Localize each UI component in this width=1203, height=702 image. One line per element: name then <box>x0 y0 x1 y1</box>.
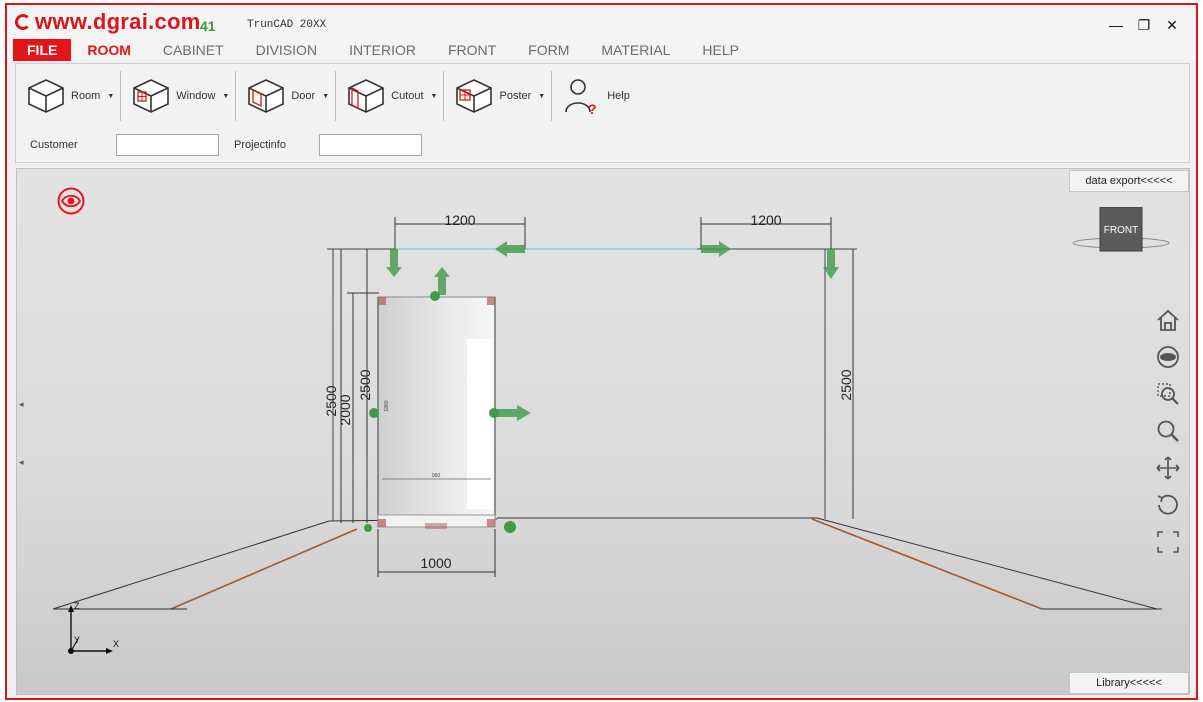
dim-left-top-width: 1200 <box>444 212 475 228</box>
dim-door-inner-height: 1860 <box>384 400 390 411</box>
chevron-down-icon[interactable]: ▼ <box>430 92 438 100</box>
menu-form[interactable]: FORM <box>528 42 570 58</box>
dim-right-height: 2500 <box>838 369 854 400</box>
tool-cutout-label: Cutout <box>391 90 424 102</box>
chevron-down-icon[interactable]: ▼ <box>222 92 230 100</box>
view-cube[interactable]: FRONT <box>1071 207 1171 257</box>
zoom-window-icon[interactable] <box>1153 379 1183 409</box>
tool-poster[interactable]: Poster ▼ <box>444 71 551 121</box>
undo-view-icon[interactable] <box>1153 490 1183 520</box>
ribbon-toolbar: Room ▼ Window ▼ <box>15 63 1190 163</box>
room-scene: 1200 1200 2500 2000 2500 2500 1000 960 1… <box>52 212 1162 610</box>
dim-door-height: 2000 <box>337 394 353 425</box>
navigation-toolbar <box>1153 305 1183 564</box>
3d-viewport[interactable]: 1200 1200 2500 2000 2500 2500 1000 960 1… <box>16 168 1190 695</box>
window-icon <box>133 79 170 113</box>
cutout-icon <box>348 79 384 113</box>
tool-separator <box>120 71 122 121</box>
menu-help[interactable]: HELP <box>702 42 739 58</box>
poster-icon <box>456 79 493 113</box>
minimize-button[interactable]: — <box>1109 17 1123 33</box>
title-bar: www.dgrai.com 41 TrunCAD 20XX — ❐ ✕ <box>7 5 1196 39</box>
maximize-button[interactable]: ❐ <box>1137 16 1151 33</box>
visibility-eye-icon[interactable] <box>57 187 85 215</box>
tool-help[interactable]: ? Help <box>552 71 636 121</box>
axis-gizmo: Z Y X <box>68 601 119 654</box>
dim-right-top-width: 1200 <box>750 212 781 228</box>
window-controls: — ❐ ✕ <box>1102 15 1186 35</box>
menu-front[interactable]: FRONT <box>447 42 497 58</box>
help-user-icon: ? <box>565 79 597 116</box>
library-tab[interactable]: Library<<<<< <box>1069 672 1189 694</box>
door-element[interactable] <box>377 296 496 529</box>
menu-room[interactable]: ROOM <box>87 42 131 58</box>
close-button[interactable]: ✕ <box>1166 16 1178 33</box>
menu-cabinet[interactable]: CABINET <box>162 42 224 58</box>
tool-poster-label: Poster <box>499 90 532 102</box>
home-icon[interactable] <box>1153 305 1183 335</box>
projectinfo-input[interactable] <box>319 134 422 156</box>
tool-window-label: Window <box>176 90 216 102</box>
menu-division[interactable]: DIVISION <box>255 42 318 58</box>
data-export-tab[interactable]: data export<<<<< <box>1069 170 1189 192</box>
chevron-down-icon[interactable]: ▼ <box>538 92 546 100</box>
tool-door-label: Door <box>291 90 316 102</box>
dim-door-width: 1000 <box>420 555 451 571</box>
menu-interior[interactable]: INTERIOR <box>349 42 416 58</box>
window-title: TrunCAD 20XX <box>247 19 327 31</box>
svg-text:?: ? <box>588 101 597 116</box>
dim-left-height-outer: 2500 <box>323 385 339 416</box>
chevron-down-icon[interactable]: ▼ <box>322 92 330 100</box>
watermark: www.dgrai.com <box>15 10 201 34</box>
chevron-down-icon[interactable]: ▼ <box>107 92 115 100</box>
floor-outline <box>52 517 1162 610</box>
tool-separator <box>235 71 237 121</box>
orbit-icon[interactable] <box>1153 342 1183 372</box>
dim-left-height-inner: 2500 <box>357 369 373 400</box>
menu-file[interactable]: FILE <box>13 39 72 61</box>
tool-separator <box>443 71 445 121</box>
axis-x-label: X <box>113 639 119 649</box>
menu-material[interactable]: MATERIAL <box>601 42 671 58</box>
watermark-logo-icon <box>15 14 31 30</box>
room-icon <box>28 79 64 113</box>
zoom-icon[interactable] <box>1153 416 1183 446</box>
watermark-text: www.dgrai.com <box>35 9 201 34</box>
fullscreen-icon[interactable] <box>1153 527 1183 557</box>
tool-help-label: Help <box>607 90 630 102</box>
tool-room-label: Room <box>71 90 101 102</box>
customer-label: Customer <box>30 139 78 151</box>
move-handles[interactable] <box>364 241 839 533</box>
pan-icon[interactable] <box>1153 453 1183 483</box>
tool-door[interactable]: Door ▼ <box>236 71 335 121</box>
menu-bar: FILE ROOM CABINET DIVISION INTERIOR FRON… <box>7 39 1196 61</box>
tool-row: Room ▼ Window ▼ <box>16 68 636 124</box>
version-number: 41 <box>200 18 216 34</box>
axis-y-label: Y <box>74 635 80 645</box>
tool-room[interactable]: Room ▼ <box>16 71 120 121</box>
dim-door-inner-width: 960 <box>432 473 441 479</box>
tool-window[interactable]: Window ▼ <box>121 71 235 121</box>
collapse-left-arrow-icon[interactable]: ◂ <box>19 399 24 409</box>
projectinfo-label: Projectinfo <box>234 139 286 151</box>
view-cube-face[interactable]: FRONT <box>1104 225 1138 236</box>
collapse-left-arrow-icon[interactable]: ◂ <box>19 457 24 467</box>
project-fields: Customer Projectinfo <box>30 134 422 156</box>
axis-z-label: Z <box>74 601 80 611</box>
tool-separator <box>551 71 553 121</box>
app-window: www.dgrai.com 41 TrunCAD 20XX — ❐ ✕ FILE… <box>5 3 1198 700</box>
tool-separator <box>335 71 337 121</box>
customer-input[interactable] <box>116 134 219 156</box>
door-icon <box>248 79 285 113</box>
dimension-lines <box>340 217 854 577</box>
tool-cutout[interactable]: Cutout ▼ <box>336 71 443 121</box>
